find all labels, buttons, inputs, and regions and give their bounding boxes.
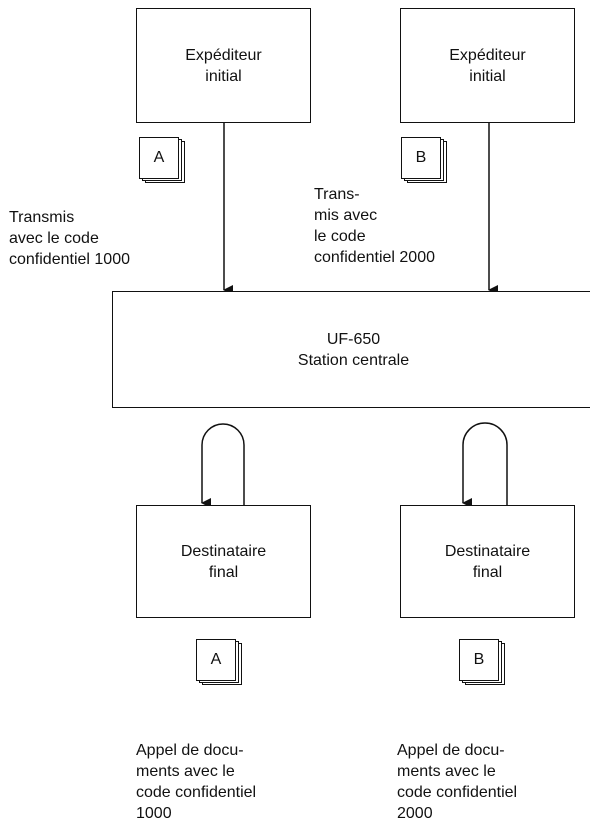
recipient-b-title: Destinataire <box>444 542 531 560</box>
recipient-box-a: Destinataire final <box>136 505 311 618</box>
document-icon-b-received: B <box>459 639 505 685</box>
recipient-a-title: Destinataire <box>180 542 267 560</box>
recipient-box-b: Destinataire final <box>400 505 575 618</box>
sender-box-a: Expéditeur initial <box>136 8 311 123</box>
document-icon-a-sent: A <box>139 137 185 183</box>
sender-b-title: Expéditeur <box>449 46 526 64</box>
document-icon-b-sent: B <box>401 137 447 183</box>
sender-box-b: Expéditeur initial <box>400 8 575 123</box>
central-station-model: UF-650 <box>326 330 381 348</box>
document-icon-a-received: A <box>196 639 242 685</box>
transmission-label-a: Transmis avec le code confidentiel 1000 <box>9 209 130 268</box>
recipient-a-subtitle: final <box>208 563 239 581</box>
document-label: A <box>139 137 179 179</box>
transmission-label-b: Trans- mis avec le code confidentiel 200… <box>314 186 435 266</box>
polling-loop-b <box>462 422 508 508</box>
sender-a-title: Expéditeur <box>185 46 262 64</box>
polling-label-b: Appel de docu- ments avec le code confid… <box>397 742 518 822</box>
sender-b-subtitle: initial <box>469 67 506 85</box>
central-station-name: Station centrale <box>297 351 410 369</box>
polling-label-a: Appel de docu- ments avec le code confid… <box>136 742 257 822</box>
central-station-box: UF-650 Station centrale <box>112 291 590 408</box>
recipient-b-subtitle: final <box>472 563 503 581</box>
document-label: A <box>196 639 236 681</box>
polling-loop-a <box>201 423 245 508</box>
document-label: B <box>459 639 499 681</box>
document-label: B <box>401 137 441 179</box>
sender-a-subtitle: initial <box>205 67 242 85</box>
